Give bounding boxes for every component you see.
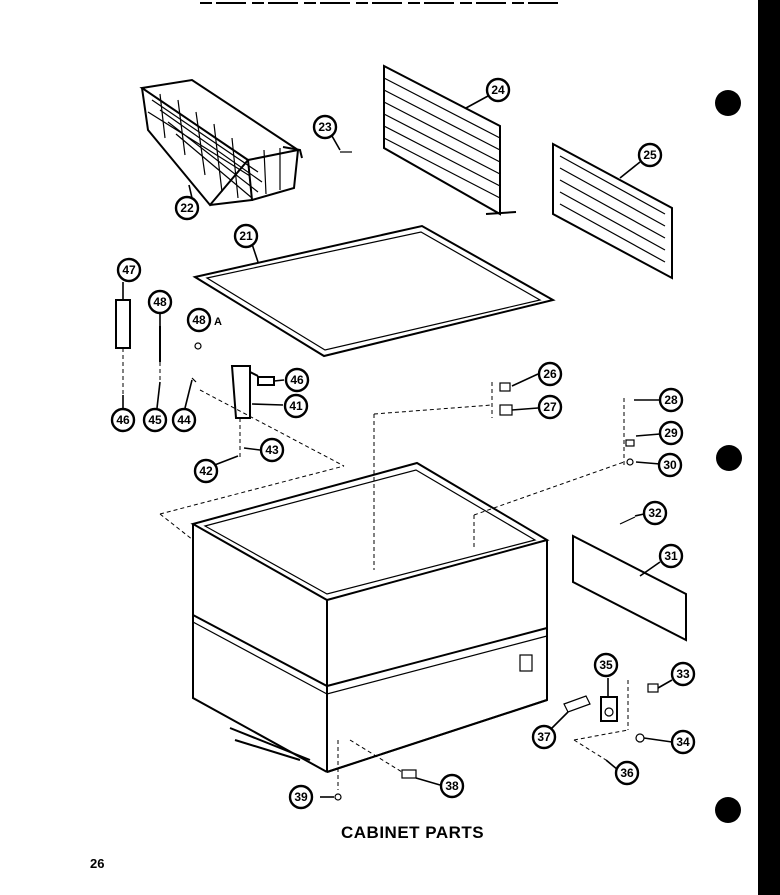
svg-text:33: 33 bbox=[676, 667, 690, 681]
svg-text:43: 43 bbox=[265, 443, 279, 457]
svg-text:28: 28 bbox=[664, 393, 678, 407]
svg-text:27: 27 bbox=[543, 400, 557, 414]
callout-27: 27 bbox=[537, 394, 563, 420]
callout-43: 43 bbox=[259, 437, 285, 463]
page-number: 26 bbox=[90, 856, 104, 871]
callout-21: 21 bbox=[233, 223, 259, 249]
callout-28: 28 bbox=[658, 387, 684, 413]
divider-part bbox=[383, 64, 517, 216]
callout-46-right: 46 bbox=[284, 367, 310, 393]
binder-hole-bottom bbox=[715, 797, 741, 823]
callout-29: 29 bbox=[658, 420, 684, 446]
callout-32: 32 bbox=[642, 500, 668, 526]
callout-26: 26 bbox=[537, 361, 563, 387]
callout-25: 25 bbox=[637, 142, 663, 168]
callout-37: 37 bbox=[531, 724, 557, 750]
svg-text:48: 48 bbox=[192, 313, 206, 327]
svg-text:35: 35 bbox=[599, 658, 613, 672]
basket-part bbox=[139, 78, 303, 207]
callout-38: 38 bbox=[439, 773, 465, 799]
svg-text:38: 38 bbox=[445, 779, 459, 793]
svg-text:46: 46 bbox=[116, 413, 130, 427]
callout-48a-suffix: A bbox=[214, 316, 222, 328]
callout-41: 41 bbox=[283, 393, 309, 419]
svg-text:23: 23 bbox=[318, 120, 332, 134]
svg-text:41: 41 bbox=[289, 399, 303, 413]
svg-text:25: 25 bbox=[643, 148, 657, 162]
svg-text:34: 34 bbox=[676, 735, 690, 749]
svg-text:31: 31 bbox=[664, 549, 678, 563]
grille-part bbox=[552, 142, 673, 280]
callout-44: 44 bbox=[171, 407, 197, 433]
svg-text:29: 29 bbox=[664, 426, 678, 440]
binder-hole-top bbox=[715, 90, 741, 116]
svg-text:30: 30 bbox=[663, 458, 677, 472]
callout-22: 22 bbox=[174, 195, 200, 221]
svg-text:36: 36 bbox=[620, 766, 634, 780]
diagram-title: CABINET PARTS bbox=[341, 823, 484, 842]
hinge-part bbox=[230, 365, 275, 419]
svg-text:39: 39 bbox=[294, 790, 308, 804]
svg-text:21: 21 bbox=[239, 229, 253, 243]
binder-hole-middle bbox=[716, 445, 742, 471]
svg-text:45: 45 bbox=[148, 413, 162, 427]
svg-text:48: 48 bbox=[153, 295, 167, 309]
callout-42: 42 bbox=[193, 458, 219, 484]
callout-33: 33 bbox=[670, 661, 696, 687]
svg-text:44: 44 bbox=[177, 413, 191, 427]
callout-36: 36 bbox=[614, 760, 640, 786]
svg-text:22: 22 bbox=[180, 201, 194, 215]
callout-31: 31 bbox=[658, 543, 684, 569]
callout-30: 30 bbox=[657, 452, 683, 478]
callout-46: 46 bbox=[110, 407, 136, 433]
svg-text:46: 46 bbox=[290, 373, 304, 387]
svg-text:47: 47 bbox=[122, 263, 136, 277]
svg-text:42: 42 bbox=[199, 464, 213, 478]
svg-text:37: 37 bbox=[537, 730, 551, 744]
callout-24: 24 bbox=[485, 77, 511, 103]
access-panel-part bbox=[572, 534, 687, 642]
callout-48a: 48 bbox=[186, 307, 212, 333]
lid-gasket-part bbox=[192, 224, 556, 358]
callout-35: 35 bbox=[593, 652, 619, 678]
callout-39: 39 bbox=[288, 784, 314, 810]
callout-47: 47 bbox=[116, 257, 142, 283]
scan-edge-bar bbox=[758, 0, 780, 895]
svg-text:32: 32 bbox=[648, 506, 662, 520]
callout-34: 34 bbox=[670, 729, 696, 755]
svg-text:24: 24 bbox=[491, 83, 505, 97]
cabinet-body bbox=[190, 461, 550, 773]
svg-text:26: 26 bbox=[543, 367, 557, 381]
callout-23: 23 bbox=[312, 114, 338, 140]
callout-45: 45 bbox=[142, 407, 168, 433]
callout-48: 48 bbox=[147, 289, 173, 315]
hinge-cover-part bbox=[115, 299, 131, 349]
